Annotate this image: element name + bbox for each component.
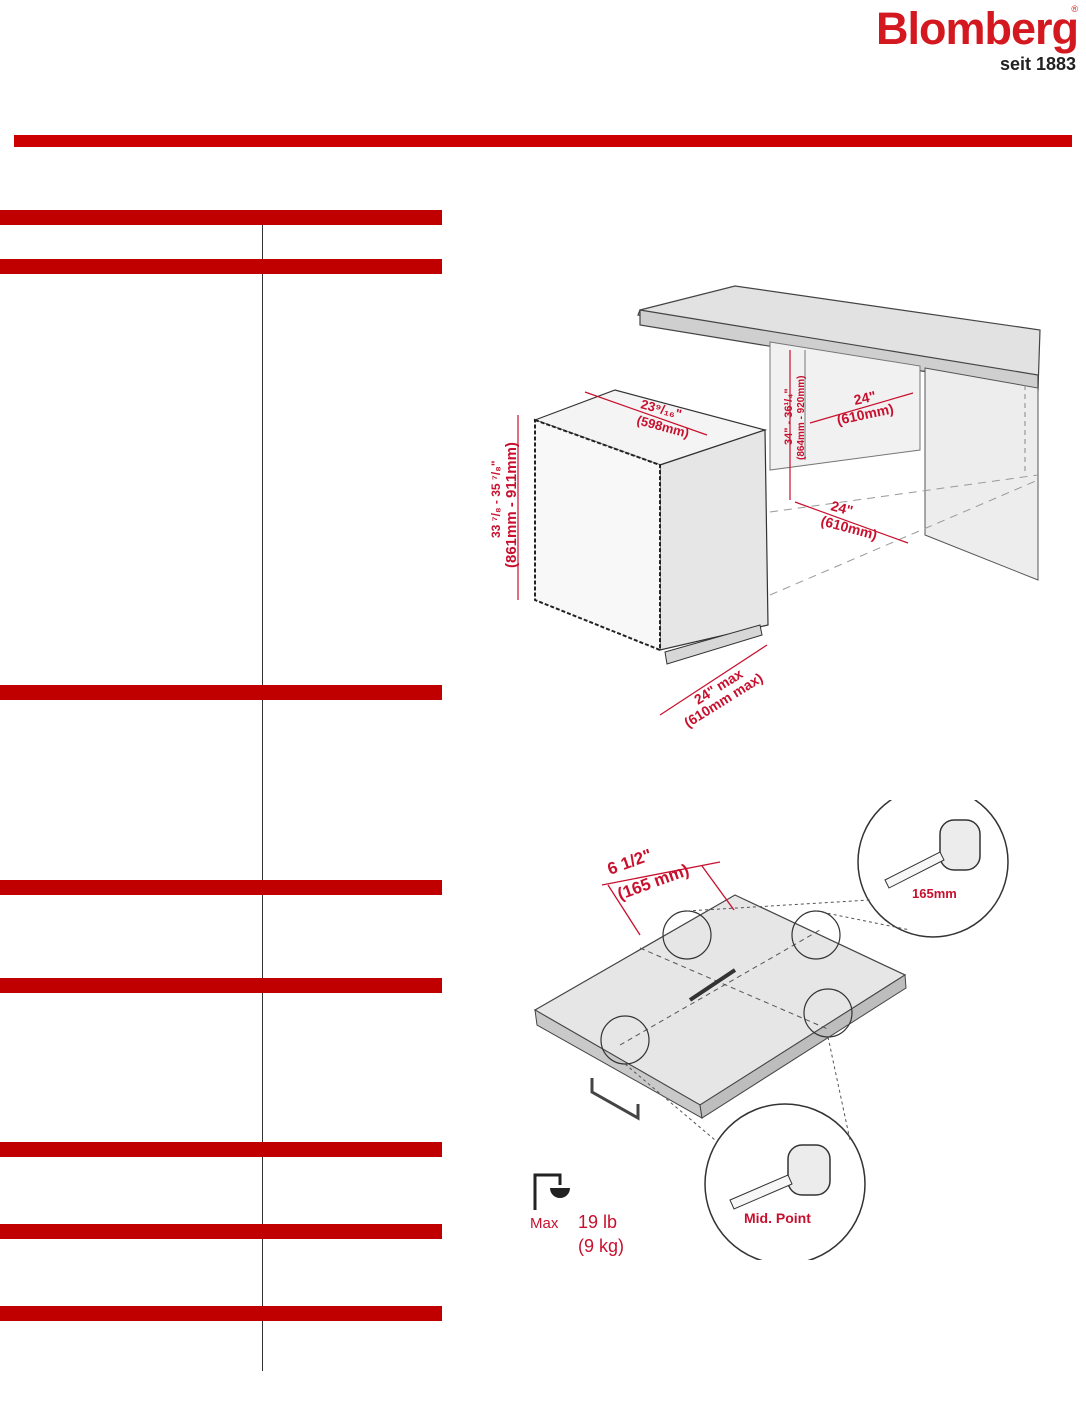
spec-column-divider <box>262 274 263 685</box>
tape-midpoint-label: Mid. Point <box>744 1210 811 1226</box>
spec-section-bar <box>0 978 442 993</box>
spec-section-bar <box>0 259 442 274</box>
registered-mark: ® <box>1071 4 1078 14</box>
spec-column-divider <box>262 700 263 880</box>
spec-section-bar <box>0 685 442 700</box>
niche-height-label: 34" - 36¹/₄" <box>783 388 795 445</box>
header-rule <box>14 135 1072 147</box>
floor-depth-label: 24" <box>829 497 855 518</box>
spec-column-divider <box>262 895 263 978</box>
cabinet-height-mm-label: (861mm - 911mm) <box>503 442 520 568</box>
spec-section-bar <box>0 210 442 225</box>
spec-column-divider <box>262 1157 263 1224</box>
brand-tagline: seit 1883 <box>999 54 1076 74</box>
spec-section-bar <box>0 880 442 895</box>
spec-column-divider <box>262 225 263 259</box>
brand-name: Blomberg <box>875 3 1079 54</box>
spec-column-divider <box>262 1321 263 1371</box>
spec-section-bar <box>0 1306 442 1321</box>
door-panel-diagram: 6 1/2" (165 mm) 165mm Mid. Point Max 19 … <box>520 800 1020 1260</box>
spec-section-bar <box>0 1224 442 1239</box>
niche-width-label: 24" <box>852 388 877 408</box>
niche-height-mm-label: (864mm - 920mm) <box>796 376 807 460</box>
cabinet-height-label: 33 ⁷/₈ - 35 ⁷/₈" <box>489 460 503 538</box>
cabinet-dimensions-diagram: 23⁹/₁₆" (598mm) 33 ⁷/₈ - 35 ⁷/₈" (861mm … <box>470 280 1070 750</box>
spec-column-divider <box>262 993 263 1142</box>
spec-column-divider <box>262 1239 263 1306</box>
weight-kg-label: (9 kg) <box>578 1236 624 1256</box>
weight-scale-icon <box>533 1173 570 1210</box>
weight-lb-label: 19 lb <box>578 1212 617 1232</box>
max-label: Max <box>530 1215 559 1232</box>
spec-section-bar <box>0 1142 442 1157</box>
tape-165mm-label: 165mm <box>912 886 957 901</box>
brand-logo: Blomberg ® seit 1883 <box>875 3 1079 75</box>
